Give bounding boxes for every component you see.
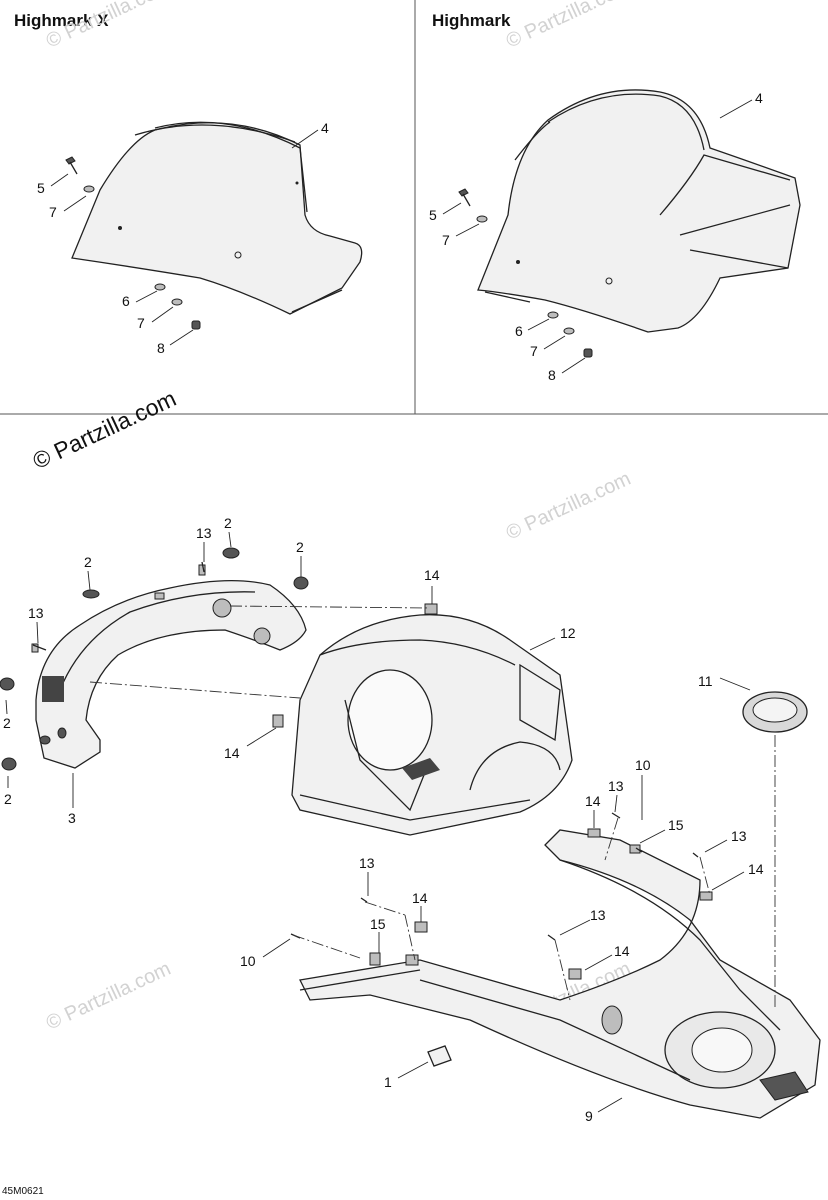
callouts-highmark: 4 5 7 6 7 8 <box>429 90 763 383</box>
callout-15: 15 <box>668 817 684 833</box>
callout-15: 15 <box>370 916 386 932</box>
callout-13: 13 <box>731 828 747 844</box>
callout-11: 11 <box>698 673 713 689</box>
callout-13: 13 <box>196 525 212 541</box>
callouts-lower: 13 2 2 2 13 2 2 3 14 12 14 11 10 13 14 1… <box>3 515 764 1124</box>
hardware-highmark <box>458 188 593 358</box>
callout-13: 13 <box>590 907 606 923</box>
panel-title-highmark-x: Highmark X <box>14 11 109 30</box>
callout-10: 10 <box>240 953 256 969</box>
callout-2: 2 <box>224 515 232 531</box>
callout-8: 8 <box>157 340 165 356</box>
callout-7: 7 <box>49 204 57 220</box>
callout-2: 2 <box>84 554 92 570</box>
windshield-highmark-x <box>71 121 363 315</box>
callout-12: 12 <box>560 625 576 641</box>
lower-console-part-9 <box>299 828 821 1119</box>
callouts-highmark-x: 4 5 7 6 7 8 <box>37 120 329 356</box>
windshield-highmark <box>477 89 801 333</box>
callout-13: 13 <box>359 855 375 871</box>
alignment-lines <box>89 605 776 1010</box>
callout-6: 6 <box>122 293 130 309</box>
panel-title-highmark: Highmark <box>432 11 511 30</box>
watermark-3: © Partzilla.com <box>503 468 634 545</box>
console-cover-part-12 <box>272 603 573 836</box>
callout-2: 2 <box>296 539 304 555</box>
callout-14: 14 <box>412 890 428 906</box>
callout-14: 14 <box>614 943 630 959</box>
watermark-4: © Partzilla.com <box>43 958 174 1035</box>
grommet-ring-part-11 <box>742 691 808 733</box>
callout-1: 1 <box>384 1074 392 1090</box>
callout-5: 5 <box>429 207 437 223</box>
leaders-highmark <box>442 99 753 374</box>
callout-8: 8 <box>548 367 556 383</box>
callout-6: 6 <box>515 323 523 339</box>
bracket-part-1 <box>427 1045 452 1067</box>
watermark-1: © Partzilla.com <box>43 0 174 53</box>
callout-4: 4 <box>755 90 763 106</box>
callout-7: 7 <box>530 343 538 359</box>
callout-2: 2 <box>3 715 11 731</box>
drawing-code: 45M0621 <box>2 1186 44 1197</box>
callout-7: 7 <box>137 315 145 331</box>
callout-14: 14 <box>748 861 764 877</box>
screws <box>32 561 699 941</box>
callout-7: 7 <box>442 232 450 248</box>
callout-4: 4 <box>321 120 329 136</box>
hardware-highmark-x <box>65 156 201 330</box>
leaders-highmark-x <box>50 129 319 346</box>
callout-13: 13 <box>28 605 44 621</box>
side-bracket-part-3 <box>0 547 309 771</box>
callout-10: 10 <box>635 757 651 773</box>
watermark-2: © Partzilla.com <box>503 0 634 53</box>
callout-9: 9 <box>585 1108 593 1124</box>
callout-13: 13 <box>608 778 624 794</box>
callout-14: 14 <box>585 793 601 809</box>
callout-2: 2 <box>4 791 12 807</box>
leaders-lower <box>5 531 751 1113</box>
callout-14: 14 <box>224 745 240 761</box>
callout-14: 14 <box>424 567 440 583</box>
callout-5: 5 <box>37 180 45 196</box>
callout-3: 3 <box>68 810 76 826</box>
